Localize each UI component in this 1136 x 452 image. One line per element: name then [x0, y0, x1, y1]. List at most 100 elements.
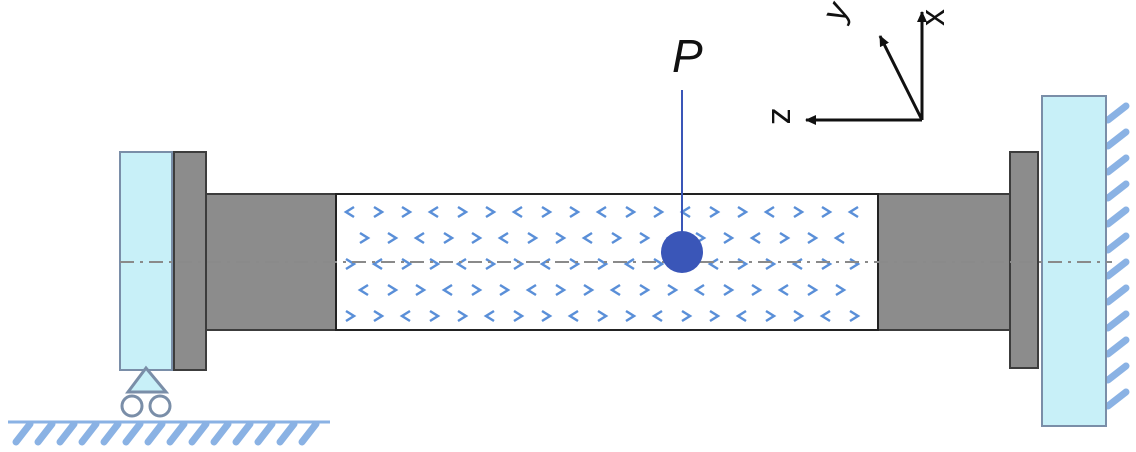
composite-speckle — [539, 257, 551, 271]
ground-hatch-mark — [166, 420, 188, 446]
composite-speckle — [807, 231, 819, 245]
composite-speckle — [763, 205, 775, 219]
composite-speckle — [359, 231, 371, 245]
composite-speckle — [513, 257, 525, 271]
composite-speckle — [625, 205, 637, 219]
ground-hatch-mark — [188, 420, 210, 446]
roller-support — [120, 365, 172, 418]
composite-speckle — [485, 257, 497, 271]
load-point — [661, 231, 703, 273]
wall-hatch-mark — [1104, 102, 1130, 124]
composite-speckle — [681, 309, 693, 323]
composite-speckle — [457, 205, 469, 219]
ground-hatch-mark — [232, 420, 254, 446]
composite-speckle — [527, 231, 539, 245]
composite-speckle — [737, 205, 749, 219]
ground-hatch-mark — [56, 420, 78, 446]
composite-speckle — [413, 231, 425, 245]
composite-speckle — [835, 283, 847, 297]
composite-speckle — [401, 257, 413, 271]
composite-speckle — [387, 231, 399, 245]
composite-speckle — [471, 231, 483, 245]
composite-speckle — [387, 283, 399, 297]
composite-speckle — [485, 205, 497, 219]
composite-speckle — [541, 205, 553, 219]
wall-hatch-mark — [1104, 284, 1130, 306]
composite-speckle — [735, 309, 747, 323]
composite-speckle — [569, 205, 581, 219]
ground-hatch-mark — [34, 420, 56, 446]
composite-speckle — [693, 283, 705, 297]
composite-speckle — [653, 205, 665, 219]
composite-speckle — [569, 257, 581, 271]
y-axis-label: y — [816, 0, 858, 28]
wall-hatch-mark — [1104, 362, 1130, 384]
composite-speckle — [791, 257, 803, 271]
composite-speckle — [751, 283, 763, 297]
y-axis-arrow — [878, 35, 924, 121]
composite-speckle — [833, 231, 845, 245]
composite-speckle — [623, 257, 635, 271]
composite-speckle — [667, 283, 679, 297]
ground-hatch-mark — [100, 420, 122, 446]
composite-speckle — [625, 309, 637, 323]
wall-hatching — [1104, 102, 1130, 410]
composite-speckle — [597, 309, 609, 323]
wall-hatch-mark — [1104, 310, 1130, 332]
composite-speckle — [555, 283, 567, 297]
composite-speckle — [639, 231, 651, 245]
composite-speckle — [583, 283, 595, 297]
wall-hatch-mark — [1104, 154, 1130, 176]
composite-speckle — [471, 283, 483, 297]
composite-speckle — [345, 309, 357, 323]
ground-hatch-mark — [210, 420, 232, 446]
composite-speckle — [595, 205, 607, 219]
wall-hatch-mark — [1104, 388, 1130, 410]
wall-hatch-mark — [1104, 180, 1130, 202]
composite-speckle — [777, 283, 789, 297]
composite-speckle — [749, 231, 761, 245]
composite-speckle — [499, 283, 511, 297]
composite-speckle — [511, 205, 523, 219]
composite-speckle — [821, 257, 833, 271]
composite-speckle — [779, 231, 791, 245]
composite-speckle — [343, 205, 355, 219]
composite-speckle — [525, 283, 537, 297]
ground-hatch-mark — [12, 420, 34, 446]
composite-speckle — [653, 257, 665, 271]
composite-speckle — [541, 309, 553, 323]
composite-speckle — [821, 205, 833, 219]
composite-speckle — [611, 231, 623, 245]
composite-speckle — [651, 309, 663, 323]
coordinate-axes: x y z — [764, 0, 952, 125]
ground-hatching — [8, 420, 330, 446]
composite-speckle — [639, 283, 651, 297]
wall-hatch-mark — [1104, 206, 1130, 228]
composite-speckle — [455, 257, 467, 271]
composite-speckle — [513, 309, 525, 323]
composite-speckle — [849, 309, 861, 323]
z-axis-label: z — [764, 108, 802, 125]
ground-hatch-mark — [78, 420, 100, 446]
composite-speckle — [807, 283, 819, 297]
composite-speckle — [373, 205, 385, 219]
composite-speckle — [793, 205, 805, 219]
wall-hatch-mark — [1104, 336, 1130, 358]
composite-speckle — [429, 257, 441, 271]
composite-speckle — [723, 231, 735, 245]
x-axis-label: x — [914, 9, 952, 26]
composite-speckle — [415, 283, 427, 297]
composite-speckle — [429, 309, 441, 323]
composite-speckle — [707, 257, 719, 271]
composite-speckle — [483, 309, 495, 323]
ground-hatch-mark — [298, 420, 320, 446]
composite-speckle — [457, 309, 469, 323]
composite-speckle — [401, 205, 413, 219]
composite-speckle — [723, 283, 735, 297]
composite-speckle — [737, 257, 749, 271]
wall-hatch-mark — [1104, 258, 1130, 280]
composite-speckle — [427, 205, 439, 219]
composite-speckle — [399, 309, 411, 323]
composite-speckle — [345, 257, 357, 271]
